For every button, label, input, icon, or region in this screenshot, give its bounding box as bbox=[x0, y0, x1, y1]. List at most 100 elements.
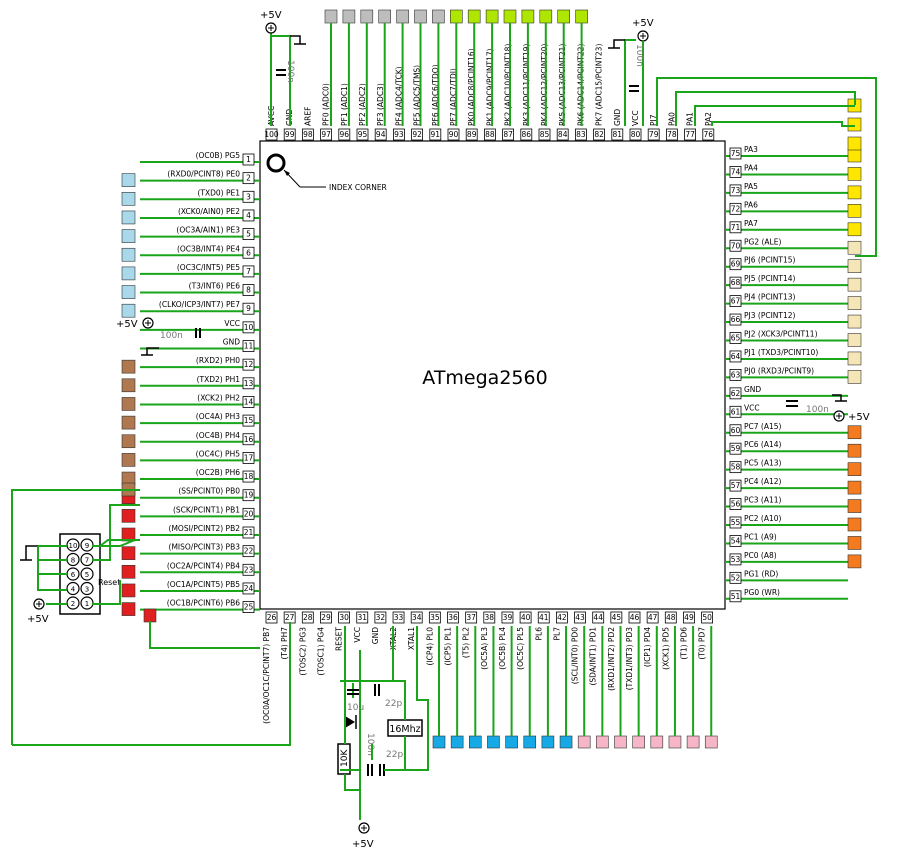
pin-number-18: 18 bbox=[244, 472, 254, 481]
connector-left-22 bbox=[121, 546, 136, 560]
pin-box-98 bbox=[301, 128, 314, 141]
connector-top-12 bbox=[539, 9, 553, 24]
pin-box-79 bbox=[647, 128, 660, 141]
plus5v-label-isp: +5V bbox=[27, 614, 49, 625]
connector-top-13 bbox=[557, 9, 571, 24]
pin-number-59: 59 bbox=[731, 444, 741, 453]
pin-label-86: PK3 (ADC11/PCINT19) bbox=[522, 44, 531, 126]
pin-label-54: PC1 (A9) bbox=[744, 532, 777, 541]
pin-label-11: GND bbox=[223, 338, 240, 347]
pin-box-53 bbox=[729, 553, 742, 566]
pin-number-7: 7 bbox=[246, 267, 251, 276]
index-corner-arrowhead bbox=[284, 170, 290, 176]
pin-number-58: 58 bbox=[731, 463, 741, 472]
pin-box-63 bbox=[729, 368, 742, 381]
pin-label-36: (ICP5) PL1 bbox=[444, 627, 453, 666]
connector-right-55 bbox=[847, 517, 862, 532]
pin-box-86 bbox=[520, 128, 533, 141]
connector-top-4 bbox=[396, 9, 409, 24]
pin-label-8: (T3/INT6) PE6 bbox=[189, 282, 241, 291]
pin-label-17: (OC4C) PH5 bbox=[196, 449, 241, 458]
pin-box-4 bbox=[242, 209, 255, 222]
pin-box-90 bbox=[447, 128, 460, 141]
pin-box-81 bbox=[611, 128, 624, 141]
pin-number-85: 85 bbox=[540, 130, 550, 139]
pin-label-23: (OC2A/PCINT4) PB4 bbox=[167, 561, 240, 570]
connector-left-20 bbox=[121, 509, 136, 523]
connector-right-54 bbox=[847, 536, 862, 550]
pin-number-63: 63 bbox=[731, 370, 741, 379]
pin-label-61: VCC bbox=[744, 403, 760, 412]
connector-right-64 bbox=[847, 351, 862, 366]
pin-number-45: 45 bbox=[612, 613, 622, 622]
pin-box-14 bbox=[242, 396, 255, 408]
pin-number-51: 51 bbox=[731, 592, 741, 601]
pin-box-64 bbox=[729, 350, 742, 363]
pin-label-43: (SCL/INT0) PD0 bbox=[571, 627, 580, 684]
pin-label-71: PA7 bbox=[744, 219, 758, 228]
pin-box-30 bbox=[338, 611, 351, 624]
pin-box-42 bbox=[556, 611, 568, 624]
connector-bottom-5 bbox=[523, 735, 537, 749]
pin-number-65: 65 bbox=[731, 334, 741, 343]
pin-number-5: 5 bbox=[246, 230, 251, 239]
pin-label-16: (OC4B) PH4 bbox=[196, 431, 240, 440]
pin-label-48: (XCK1) PD5 bbox=[661, 627, 670, 670]
pin-number-94: 94 bbox=[376, 130, 386, 139]
pin-box-95 bbox=[356, 128, 369, 141]
pin-number-87: 87 bbox=[503, 130, 513, 139]
connector-left-9 bbox=[121, 303, 136, 318]
pin-box-20 bbox=[242, 507, 255, 520]
connector-bottom-11 bbox=[632, 735, 645, 749]
pin-number-62: 62 bbox=[731, 389, 741, 398]
pin-box-35 bbox=[428, 611, 441, 624]
pin-number-35: 35 bbox=[430, 613, 440, 622]
isp-pin-number-10: 10 bbox=[69, 542, 78, 550]
pin-number-12: 12 bbox=[244, 360, 254, 369]
pin-box-93 bbox=[392, 128, 405, 141]
isp-pin-number-1: 1 bbox=[85, 600, 89, 608]
pin-label-25: (OC1B/PCINT6) PB6 bbox=[167, 599, 240, 608]
pin-number-42: 42 bbox=[557, 613, 567, 622]
pin-label-98: AREF bbox=[303, 107, 312, 126]
pin-label-46: (TXD1/INT3) PD3 bbox=[625, 627, 634, 691]
gnd-lead-right bbox=[832, 394, 842, 401]
reset-resistor-value: 10K bbox=[340, 749, 350, 767]
pin-label-30: RESET bbox=[335, 627, 344, 651]
pin-box-62 bbox=[729, 387, 742, 400]
pin-number-77: 77 bbox=[685, 130, 695, 139]
pin-box-78 bbox=[666, 128, 678, 141]
reset-diode bbox=[345, 716, 355, 728]
pin-number-54: 54 bbox=[731, 536, 741, 545]
pin-label-26: (OC0A/OC1C/PCINT7) PB7 bbox=[262, 627, 271, 724]
pin-label-10: VCC bbox=[224, 319, 240, 328]
pin-box-19 bbox=[242, 489, 255, 502]
pin-label-60: PC7 (A15) bbox=[744, 422, 782, 431]
pin-number-16: 16 bbox=[244, 435, 254, 444]
pin-label-65: PJ2 (XCK3/PCINT11) bbox=[744, 330, 818, 339]
pin-box-32 bbox=[374, 611, 387, 624]
pin-number-48: 48 bbox=[666, 613, 676, 622]
pin-number-88: 88 bbox=[485, 130, 495, 139]
connector-right-top-2 bbox=[847, 136, 862, 151]
pin-box-83 bbox=[575, 128, 587, 141]
connector-top-11 bbox=[521, 9, 535, 24]
connector-right-top-1 bbox=[847, 117, 862, 132]
pin-label-74: PA4 bbox=[744, 163, 758, 172]
pin-number-6: 6 bbox=[246, 248, 251, 257]
pin-box-51 bbox=[729, 590, 742, 603]
pin-number-27: 27 bbox=[285, 613, 295, 622]
connector-bottom-9 bbox=[596, 735, 609, 749]
connector-right-53 bbox=[847, 554, 862, 569]
pin-box-6 bbox=[242, 246, 255, 259]
pin-box-70 bbox=[729, 239, 742, 252]
connector-left-12 bbox=[121, 359, 136, 374]
pin-box-12 bbox=[242, 358, 255, 371]
pin-box-73 bbox=[729, 184, 742, 197]
pin-number-14: 14 bbox=[244, 397, 254, 406]
pin-box-89 bbox=[465, 128, 478, 141]
pin-number-21: 21 bbox=[244, 528, 254, 537]
chip-body bbox=[259, 140, 726, 610]
pin-box-38 bbox=[483, 611, 496, 624]
pin-box-39 bbox=[501, 611, 514, 624]
